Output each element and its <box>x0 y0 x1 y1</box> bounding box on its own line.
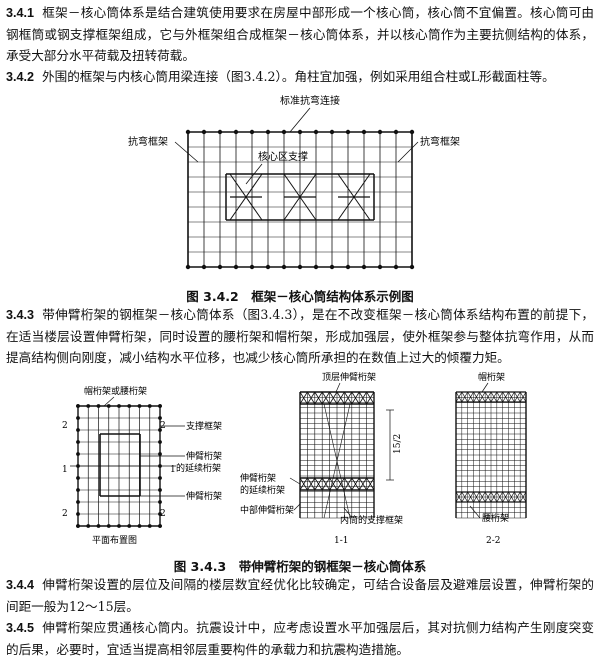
figure-label-moment-connection: 标准抗弯连接 <box>280 94 340 107</box>
section-2-2-drawing <box>455 391 527 519</box>
paragraph-text: 伸臂桁架设置的层位及间隔的楼层数宜经优化比较确定，可结合设备层及避难层设置，伸臂… <box>6 577 594 614</box>
figure-caption-3-4-2: 图 3.4.2 框架－核心筒结构体系示例图 <box>186 289 414 304</box>
clause-number: 3.4.3 <box>6 308 35 322</box>
figure-label-moment-frame-left: 抗弯框架 <box>128 135 168 148</box>
section-title-1-1: 1-1 <box>334 536 349 546</box>
plan-layout-label: 平面布置图 <box>92 534 137 546</box>
section-label-middle-outrigger: 中部伸臂桁架 <box>240 504 294 516</box>
paragraph-text: 伸臂桁架应贯通核心筒内。抗震设计中，应考虑设置水平加强层后，其对抗侧力结构产生刚… <box>6 620 594 657</box>
plan-label-braced-frame: 支撑框架 <box>186 420 222 432</box>
paragraph-text: 带伸臂桁架的钢框架－核心筒体系（图3.4.3），是在不改变框架－核心筒体系结构布… <box>6 307 594 365</box>
plan-label-outrigger-2: 伸臂桁架 <box>186 490 222 502</box>
section-label-top-outrigger: 顶层伸臂桁架 <box>322 371 376 383</box>
section-label-inner-core-brace: 内筒的支撑框架 <box>340 514 403 526</box>
plan-label-cap-truss: 帽桁架或腰桁架 <box>84 385 147 397</box>
section-title-2-2: 2-2 <box>486 536 501 546</box>
figure-caption-3-4-3: 图 3.4.3 带伸臂桁架的钢框架－核心筒体系 <box>173 559 427 574</box>
dimension-label: 15/2 <box>393 434 403 454</box>
section-mark: 1 <box>62 465 68 475</box>
section-mark: 1 <box>170 465 176 475</box>
figure-3-4-3-outrigger-system: 帽桁架或腰桁架 支撑框架 伸臂桁架 的延续桁架 伸臂桁架 2 2 1 1 2 2… <box>62 371 527 546</box>
section-mark: 2 <box>160 509 166 519</box>
clause-number: 3.4.2 <box>6 70 35 84</box>
clause-number: 3.4.4 <box>6 578 35 592</box>
section-1-1-drawing <box>299 391 375 519</box>
section-label-outrigger: 伸臂桁架 <box>240 472 276 484</box>
figure-label-moment-frame-right: 抗弯框架 <box>420 135 460 148</box>
section-mark: 2 <box>62 421 68 431</box>
paragraph-3-4-2: 3.4.2 外围的框架与内核心筒用梁连接（图3.4.2）。角柱宜加强，例如采用组合… <box>6 66 594 88</box>
paragraph-text: 框架－核心筒体系是结合建筑使用要求在房屋中部形成一个核心筒，核心筒不宜偏置。核心… <box>6 5 594 63</box>
section-label-continuation: 的延续桁架 <box>240 484 285 496</box>
clause-number: 3.4.1 <box>6 6 35 20</box>
plan-layout-drawing <box>70 404 176 528</box>
paragraph-text: 外围的框架与内核心筒用梁连接（图3.4.2）。角柱宜加强，例如采用组合柱或L形截… <box>42 69 555 84</box>
section-mark: 2 <box>62 509 68 519</box>
plan-label-outrigger: 伸臂桁架 <box>186 450 222 462</box>
plan-label-continuation-truss: 的延续桁架 <box>176 462 221 474</box>
section-label-cap-truss: 帽桁架 <box>478 371 505 383</box>
clause-number: 3.4.5 <box>6 621 35 635</box>
section-label-belt-truss: 腰桁架 <box>482 512 509 524</box>
figure-3-4-2-framed-core-plan: 标准抗弯连接 抗弯框架 抗弯框架 核心区支撑 <box>128 94 460 270</box>
section-mark: 2 <box>160 421 166 431</box>
figure-label-core-bracing: 核心区支撑 <box>258 150 308 163</box>
